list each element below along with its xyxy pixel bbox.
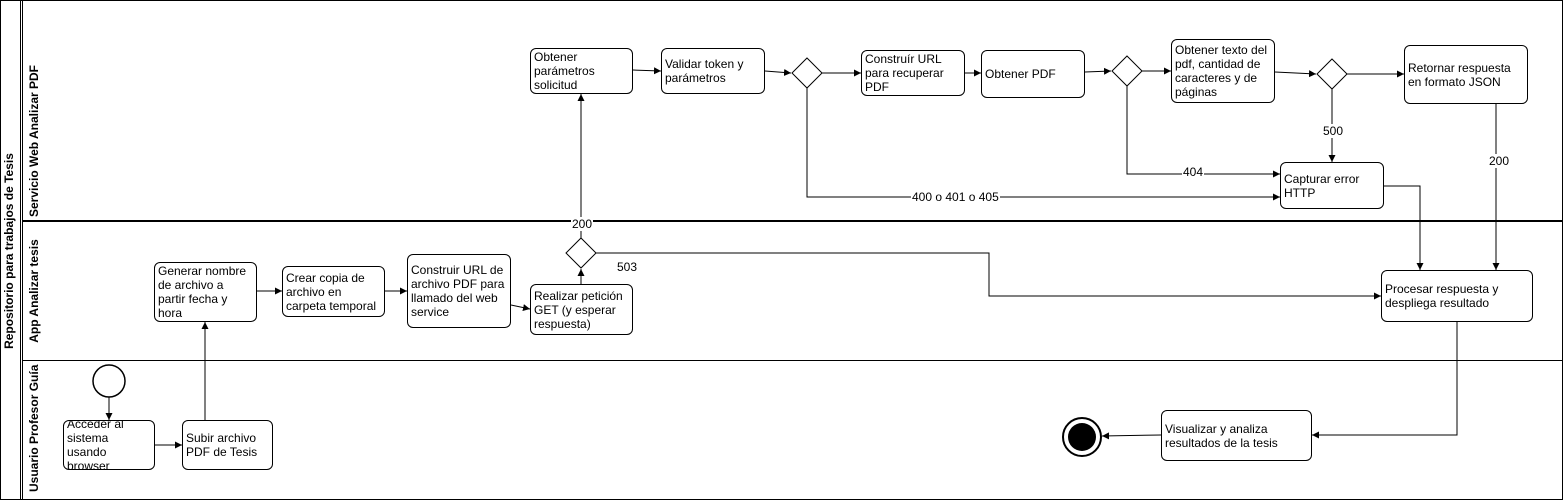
task-crear-copia[interactable]: Crear copia de archivo en carpeta tempor… bbox=[282, 266, 385, 317]
task-crear-copia-label: Crear copia de archivo en carpeta tempor… bbox=[286, 270, 377, 313]
edge-gateway-capturar-400 bbox=[806, 88, 1280, 201]
task-generar-label: Generar nombre de archivo a partir fecha… bbox=[158, 264, 247, 320]
edge-obtener-pdf-gateway bbox=[1084, 67, 1112, 75]
task-generar[interactable]: Generar nombre de archivo a partir fecha… bbox=[154, 262, 257, 322]
edge-visualizar-end bbox=[1101, 432, 1162, 440]
edge-procesar-visualizar bbox=[1312, 322, 1458, 439]
task-subir-label: Subir archivo PDF de Tesis bbox=[186, 431, 258, 459]
pool-title: Repositorio para trabajos de Tesis bbox=[2, 153, 16, 349]
task-retornar[interactable]: Retornar respuesta en formato JSON bbox=[1404, 45, 1528, 104]
start-event[interactable] bbox=[92, 364, 126, 398]
edge-label-400: 400 o 401 o 405 bbox=[911, 190, 1000, 204]
task-procesar-label: Procesar respuesta y despliega resultado bbox=[1385, 282, 1499, 310]
task-acceder[interactable]: Acceder al sistema usando browser bbox=[63, 420, 155, 470]
edge-obtener-texto-gateway bbox=[1274, 70, 1317, 78]
edge-construir-peticion bbox=[510, 304, 531, 311]
edge-parametros-validar bbox=[632, 67, 662, 75]
lane-label-app: App Analizar tesis bbox=[27, 239, 41, 343]
task-acceder-label: Acceder al sistema usando browser bbox=[67, 420, 124, 470]
edge-label-503: 503 bbox=[616, 260, 639, 274]
task-obtener-pdf[interactable]: Obtener PDF bbox=[981, 50, 1085, 98]
edge-label-500: 500 bbox=[1322, 124, 1345, 138]
task-obtener-parametros[interactable]: Obtener parámetros solicitud bbox=[530, 48, 633, 94]
edge-label-200-right: 200 bbox=[1488, 154, 1511, 168]
task-capturar-error[interactable]: Capturar error HTTP bbox=[1280, 162, 1384, 209]
edge-gateway-procesar-503 bbox=[596, 252, 1381, 300]
task-validar-token-label: Validar token y parámetros bbox=[665, 57, 744, 85]
task-construir-url-pdf-label: Construír URL para recuperar PDF bbox=[865, 52, 944, 94]
edge-label-200-top: 200 bbox=[571, 217, 594, 231]
edge-capturar-procesar bbox=[1384, 185, 1424, 270]
task-visualizar-label: Visualizar y analiza resultados de la te… bbox=[1165, 421, 1278, 450]
lane-label-user: Usuario Profesor Guía bbox=[27, 364, 41, 492]
edge-label-404: 404 bbox=[1182, 165, 1205, 179]
task-construir-url-pdf[interactable]: Construír URL para recuperar PDF bbox=[861, 50, 965, 96]
task-retornar-label: Retornar respuesta en formato JSON bbox=[1408, 60, 1511, 89]
task-procesar[interactable]: Procesar respuesta y despliega resultado bbox=[1381, 270, 1533, 322]
gateway-app[interactable] bbox=[565, 237, 597, 269]
lane-label-web-service: Servicio Web Analizar PDF bbox=[27, 64, 41, 218]
task-subir[interactable]: Subir archivo PDF de Tesis bbox=[182, 420, 273, 470]
task-construir-url-ws[interactable]: Construir URL de archivo PDF para llamad… bbox=[407, 254, 511, 328]
task-obtener-pdf-label: Obtener PDF bbox=[985, 67, 1056, 81]
task-obtener-texto-label: Obtener texto del pdf, cantidad de carac… bbox=[1175, 43, 1268, 99]
edge-validar-gateway bbox=[764, 68, 792, 76]
task-capturar-error-label: Capturar error HTTP bbox=[1284, 171, 1360, 200]
task-visualizar[interactable]: Visualizar y analiza resultados de la te… bbox=[1161, 410, 1312, 461]
task-realizar-peticion-label: Realizar petición GET (y esperar respues… bbox=[534, 288, 623, 331]
task-obtener-parametros-label: Obtener parámetros solicitud bbox=[534, 50, 595, 92]
task-construir-url-ws-label: Construir URL de archivo PDF para llamad… bbox=[411, 263, 505, 319]
task-validar-token[interactable]: Validar token y parámetros bbox=[661, 48, 765, 94]
task-realizar-peticion[interactable]: Realizar petición GET (y esperar respues… bbox=[530, 284, 633, 335]
edge-gateway-capturar-404 bbox=[1126, 86, 1280, 178]
task-obtener-texto[interactable]: Obtener texto del pdf, cantidad de carac… bbox=[1171, 39, 1275, 103]
end-event-inner bbox=[1068, 423, 1096, 451]
